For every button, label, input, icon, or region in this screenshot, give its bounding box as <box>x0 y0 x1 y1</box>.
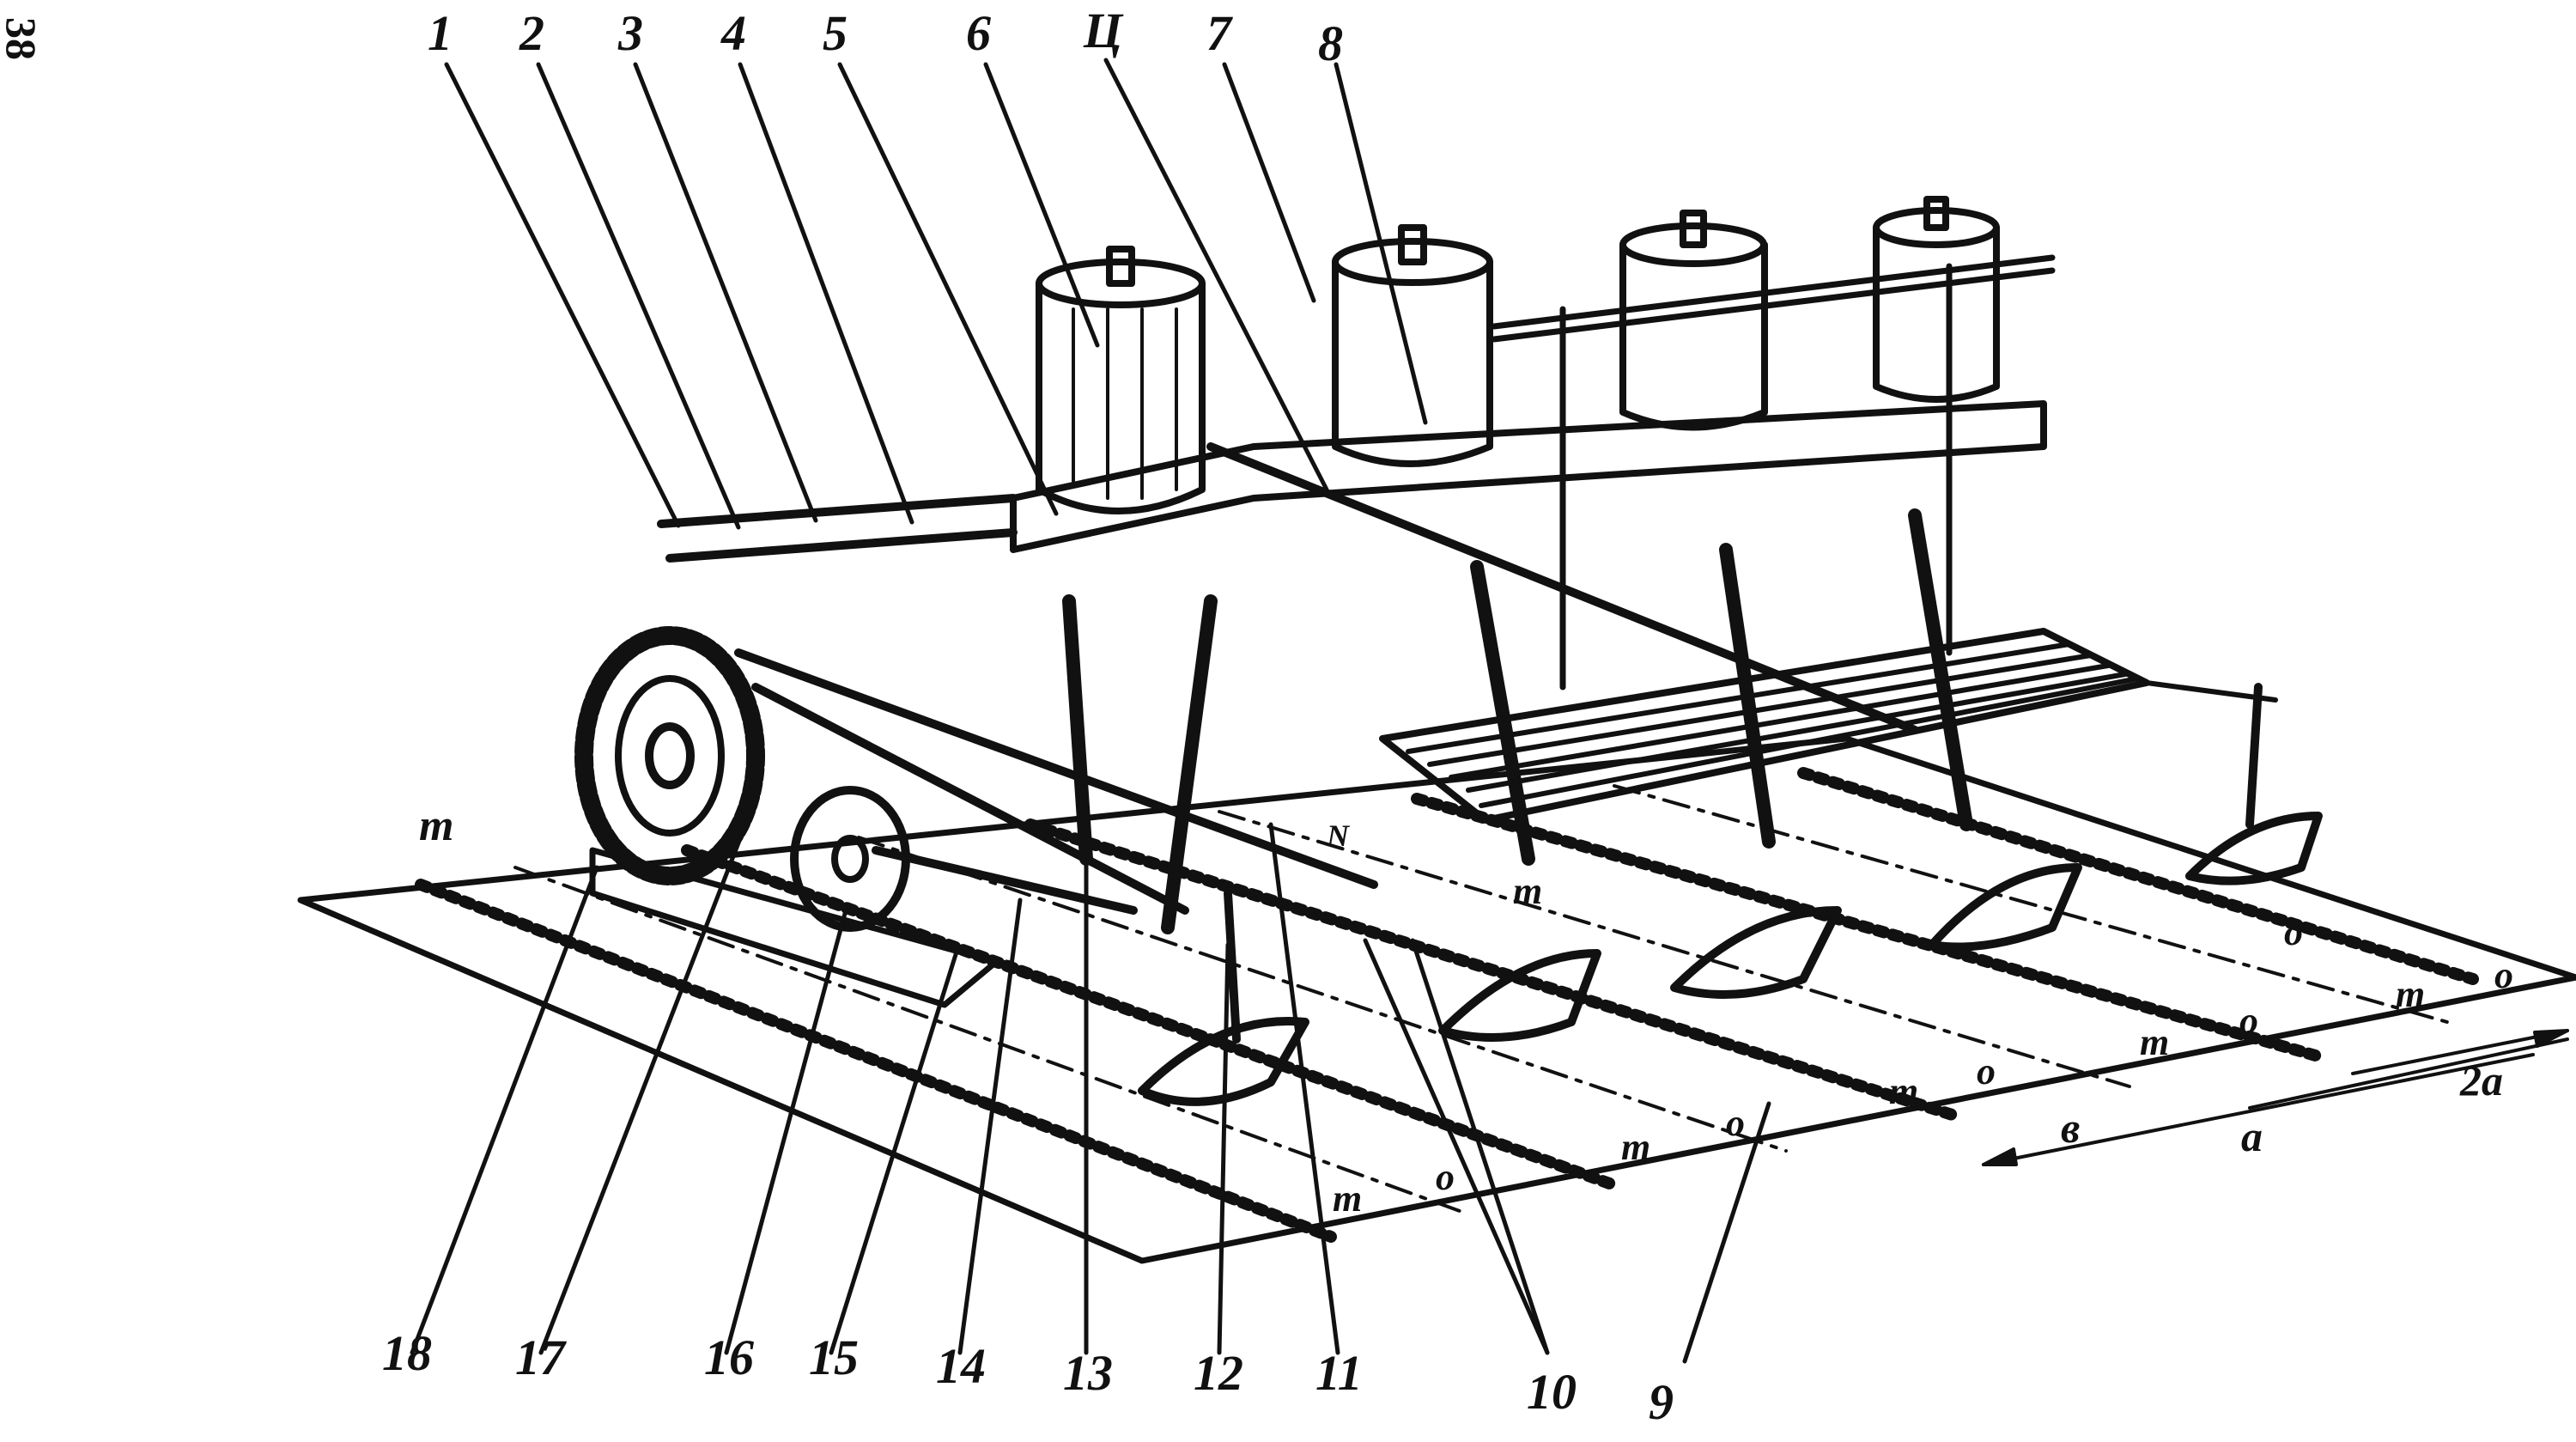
seed-hopper-3 <box>1619 210 1768 431</box>
dimension-labels: в a 2a <box>2061 1056 2503 1160</box>
row-label-o1: o <box>1436 1156 1455 1198</box>
dimension-lines <box>1982 1029 2569 1166</box>
frame-letter-n: N <box>1326 818 1351 853</box>
seed-hoppers <box>1036 196 2000 514</box>
callout-5: 5 <box>823 5 848 61</box>
top-rail <box>1491 254 2056 691</box>
row-label-m2: m <box>1621 1126 1650 1168</box>
callout-13: 13 <box>1063 1345 1113 1401</box>
seed-hopper-1 <box>1036 246 1206 514</box>
row-center-lines <box>513 784 2449 1213</box>
main-frame <box>657 400 2047 915</box>
callout-15: 15 <box>809 1329 859 1385</box>
seed-hopper-4 <box>1873 196 2000 403</box>
row-label-o4: o <box>2239 1000 2258 1042</box>
callout-12: 12 <box>1194 1345 1243 1401</box>
callout-8: 8 <box>1318 15 1343 71</box>
callout-6: 6 <box>966 5 991 61</box>
callout-10: 10 <box>1527 1364 1577 1420</box>
callout-7: 7 <box>1206 5 1233 61</box>
callout-18: 18 <box>382 1325 432 1381</box>
drive-wheel <box>574 626 765 885</box>
dimension-a: a <box>2241 1112 2263 1160</box>
row-label-m-left: m <box>419 801 453 850</box>
callout-leaders <box>410 58 1771 1364</box>
loading-platform <box>1379 628 2278 824</box>
row-label-m5: m <box>2396 973 2425 1015</box>
row-label-o6: o <box>2284 911 2303 953</box>
row-label-m3: m <box>1889 1070 1918 1112</box>
callout-3: 3 <box>617 5 643 61</box>
row-label-o5: o <box>2494 954 2513 996</box>
seed-tubes <box>1062 508 1973 934</box>
field-plane <box>297 735 2576 1264</box>
row-label-o3: o <box>1977 1050 1996 1092</box>
row-label-m1: m <box>1333 1177 1362 1220</box>
callout-9: 9 <box>1649 1374 1674 1430</box>
callout-14: 14 <box>936 1338 986 1394</box>
row-labels: m m o m o m o m o m o m o <box>419 801 2513 1220</box>
row-label-m4: m <box>2140 1021 2169 1063</box>
furrow-closers <box>1138 683 2323 1106</box>
callout-1: 1 <box>428 5 453 61</box>
callout-ts: Ц <box>1083 3 1124 58</box>
row-label-m6: m <box>1513 870 1542 912</box>
callout-17: 17 <box>515 1329 567 1385</box>
callout-labels: 1 2 3 4 5 6 Ц 7 8 18 17 16 15 14 13 12 1… <box>382 3 1674 1430</box>
callout-16: 16 <box>704 1329 754 1385</box>
furrow-rows <box>415 767 2479 1243</box>
row-label-o2: o <box>1726 1102 1745 1144</box>
dimension-b: в <box>2061 1104 2080 1152</box>
callout-11: 11 <box>1315 1345 1363 1401</box>
seed-hopper-2 <box>1332 224 1493 467</box>
dimension-two-a: 2a <box>2459 1056 2503 1104</box>
callout-2: 2 <box>519 5 544 61</box>
callout-4: 4 <box>720 5 746 61</box>
page-number: 38 <box>0 17 46 60</box>
